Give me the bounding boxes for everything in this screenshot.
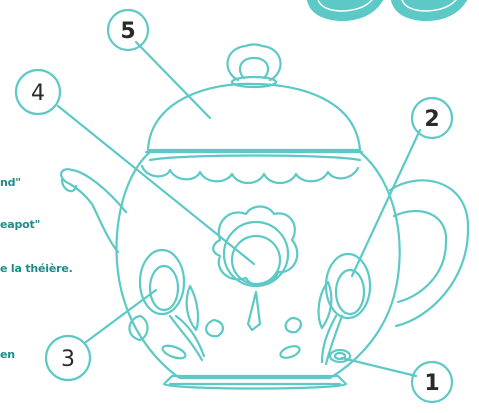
callout-number-2: 2 [424, 107, 439, 132]
text-fragment-3: e la théière. [0, 262, 73, 275]
pointer-line-1 [342, 358, 416, 376]
lid [148, 84, 360, 150]
handle [390, 180, 468, 326]
left-flower [129, 250, 204, 360]
text-fragment-1: nd" [0, 176, 21, 189]
pointer-line-4 [58, 106, 254, 264]
center-flower [213, 207, 297, 331]
pointer-line-5 [136, 42, 210, 118]
lid-knob [228, 45, 281, 88]
callout-number-5: 5 [120, 19, 135, 44]
right-flower [319, 254, 370, 364]
text-fragment-4: en [0, 348, 15, 361]
callout-number-4: 4 [31, 81, 45, 106]
callout-number-1: 1 [424, 371, 439, 396]
scallop-band [142, 166, 358, 183]
callout-number-3: 3 [61, 347, 75, 372]
text-fragment-2: eapot" [0, 218, 40, 231]
badge-icons [308, 0, 466, 20]
